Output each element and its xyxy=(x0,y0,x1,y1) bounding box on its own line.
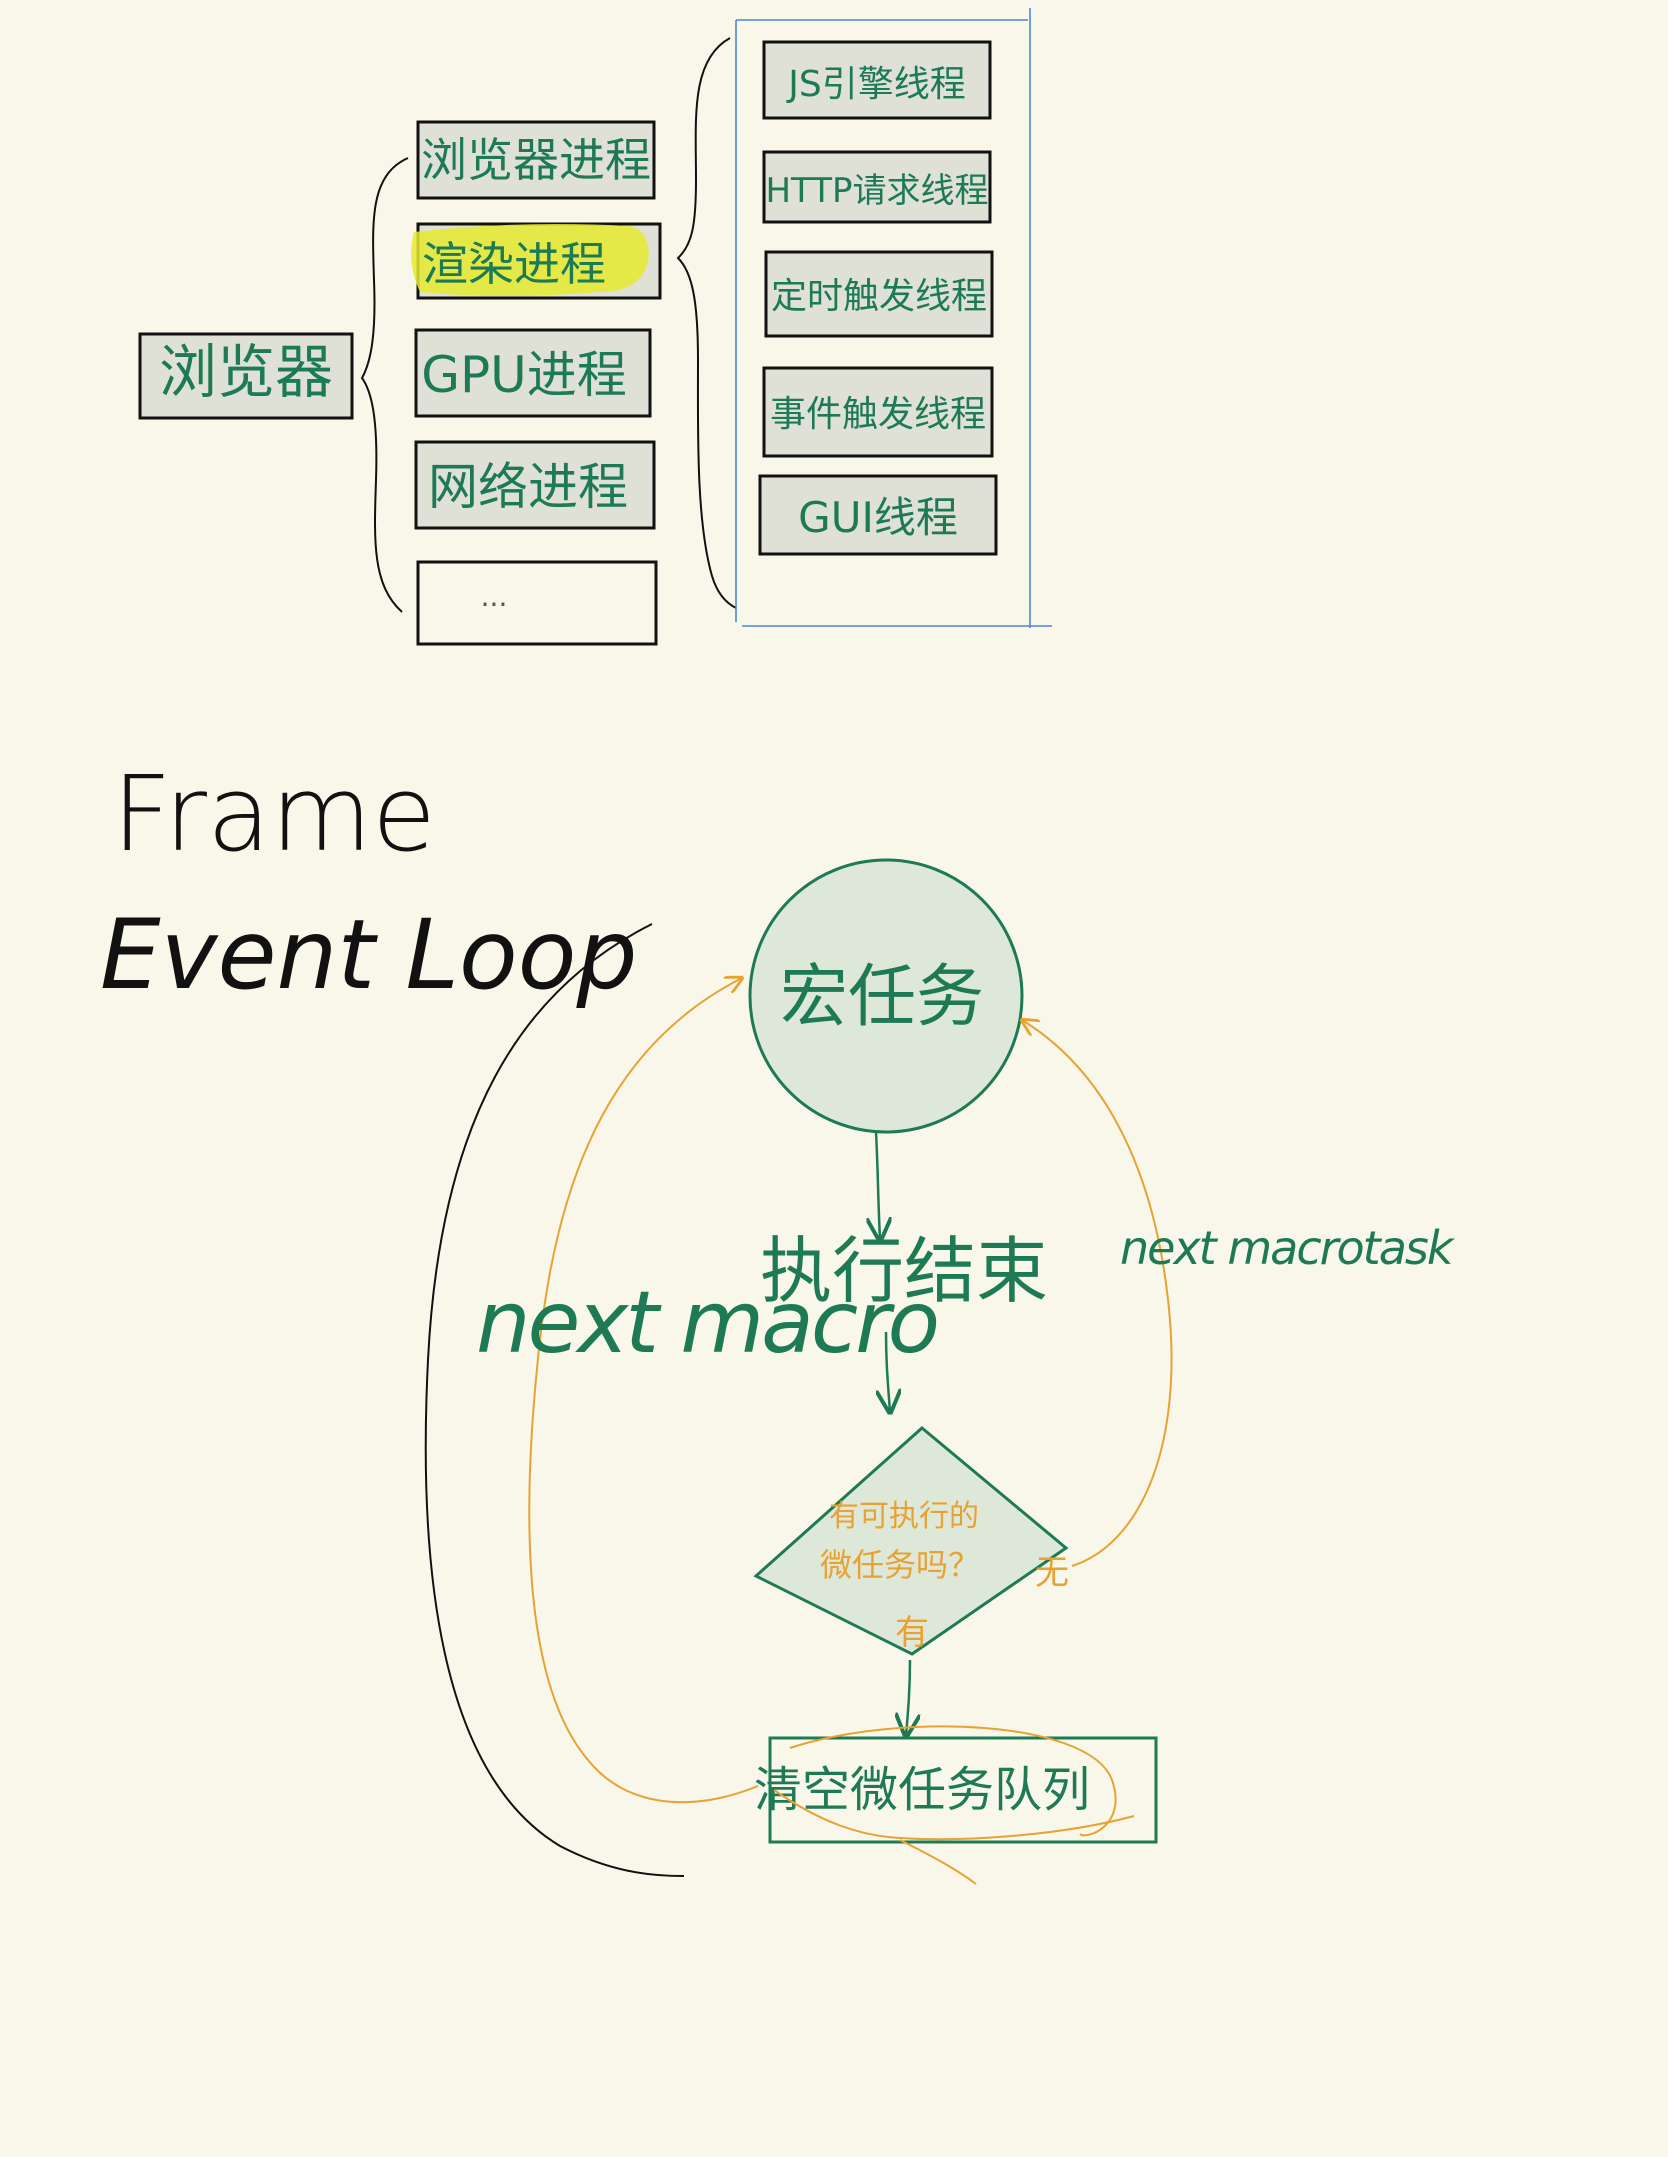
process-renderer-label: 渲染进程 xyxy=(422,237,606,291)
decision-question-line1: 有可执行的 xyxy=(829,1499,979,1534)
decision-no-label: 无 xyxy=(1035,1553,1069,1593)
flush-label: 清空微任务队列 xyxy=(754,1762,1090,1818)
thread-js-engine: JS引擎线程 xyxy=(762,40,992,120)
renderer-highlight xyxy=(411,224,649,296)
process-brace xyxy=(360,157,409,613)
process-gpu-label: GPU进程 xyxy=(421,346,627,404)
thread-list: JS引擎线程 HTTP请求线程 定时触发线程 事件触发线程 GUI线程 xyxy=(758,40,998,556)
thread-timer-label: 定时触发线程 xyxy=(771,276,987,317)
process-more-label: ... xyxy=(481,580,508,613)
thread-brace xyxy=(676,37,737,609)
browser-root-label: 浏览器 xyxy=(159,338,333,406)
outer-loop-arc xyxy=(424,923,685,1877)
orange-loop-left xyxy=(528,978,759,1804)
thread-event: 事件触发线程 xyxy=(762,366,994,458)
browser-root-node: 浏览器 xyxy=(138,332,354,420)
thread-event-label: 事件触发线程 xyxy=(770,394,986,435)
macrotask-node: 宏任务 xyxy=(748,858,1024,1134)
process-browser: 浏览器进程 xyxy=(416,120,656,200)
thread-http-label: HTTP请求线程 xyxy=(765,171,988,211)
orange-loop-right xyxy=(1022,1020,1173,1567)
thread-timer: 定时触发线程 xyxy=(764,250,994,338)
process-gpu: GPU进程 xyxy=(414,328,652,418)
process-renderer: 渲染进程 xyxy=(411,222,662,300)
flush-node: 清空微任务队列 xyxy=(754,1736,1158,1844)
process-network: 网络进程 xyxy=(414,440,656,530)
next-macro-right-label: next macrotask xyxy=(1120,1221,1456,1275)
decision-node: 有可执行的 微任务吗？ 有 无 xyxy=(753,1426,1069,1656)
thread-js-engine-label: JS引擎线程 xyxy=(786,64,965,105)
next-macro-left-label: next macro xyxy=(476,1273,937,1373)
process-network-label: 网络进程 xyxy=(428,458,628,516)
thread-gui-label: GUI线程 xyxy=(798,493,958,542)
thread-frame xyxy=(735,8,1052,628)
arrow-decision-to-flush xyxy=(906,1659,910,1736)
thread-gui: GUI线程 xyxy=(758,474,998,556)
arrow-macro-to-done xyxy=(876,1131,880,1240)
process-more: ... xyxy=(416,560,658,646)
decision-yes-label: 有 xyxy=(895,1613,929,1653)
arrow-done-to-decision xyxy=(886,1331,890,1412)
done-label: 执行结束 xyxy=(760,1229,1048,1313)
decision-question-line2: 微任务吗？ xyxy=(820,1546,980,1584)
process-browser-label: 浏览器进程 xyxy=(421,133,651,187)
thread-http: HTTP请求线程 xyxy=(762,150,992,224)
flush-cycle xyxy=(773,1725,1135,1885)
title-event-loop: Event Loop xyxy=(100,899,637,1011)
macrotask-label: 宏任务 xyxy=(780,958,984,1037)
process-list: 浏览器进程 渲染进程 GPU进程 网络进程 ... xyxy=(411,120,662,646)
title-frame: Frame xyxy=(112,753,436,875)
